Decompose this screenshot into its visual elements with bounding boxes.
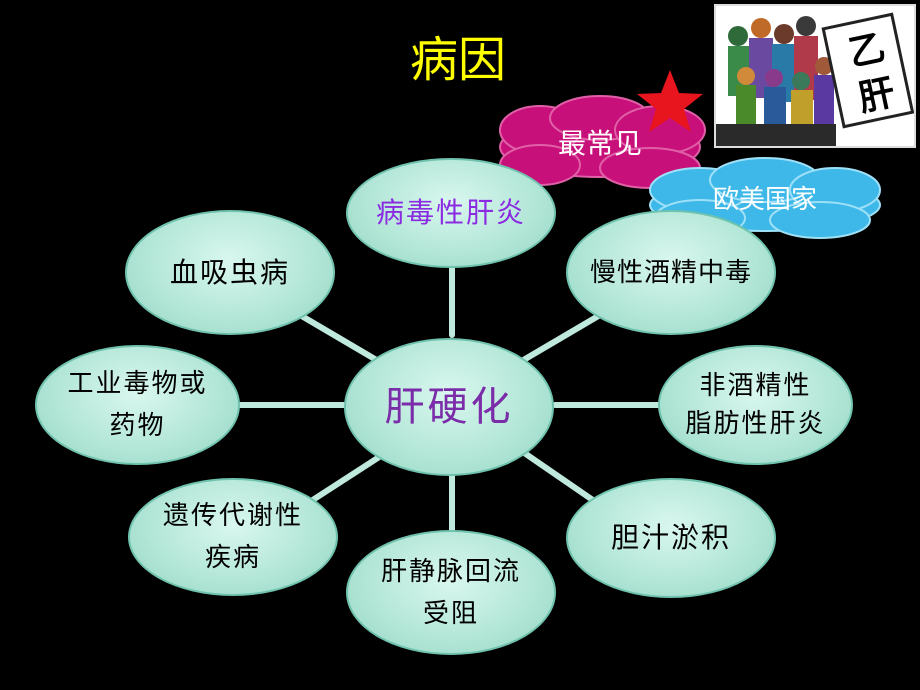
hepatitis-b-cartoon-image: 乙肝 (714, 4, 916, 148)
node-schistosomiasis: 血吸虫病 (125, 210, 335, 335)
most-common-label: 最常见 (557, 127, 642, 160)
node-toxins-drugs: 工业毒物或 药物 (35, 345, 240, 465)
connector-biliary (517, 447, 603, 508)
star-icon (637, 70, 703, 132)
node-nonalcoholic-steatohepatitis: 非酒精性 脂肪性肝炎 (658, 345, 853, 465)
node-chronic-alcoholism: 慢性酒精中毒 (566, 210, 776, 335)
node-cholestasis: 胆汁淤积 (566, 478, 776, 598)
node-genetic-metabolic: 遗传代谢性 疾病 (128, 478, 338, 596)
slide-title: 病因 (409, 32, 506, 88)
crowd-illustration-icon (716, 6, 914, 146)
connector-schisto (297, 312, 388, 368)
node-hepatic-venous-obstruction: 肝静脉回流 受阻 (346, 530, 556, 655)
connector-alcohol (512, 312, 603, 368)
node-cirrhosis-center: 肝硬化 (344, 338, 554, 476)
most-common-cloud (499, 95, 706, 189)
node-viral-hepatitis: 病毒性肝炎 (346, 158, 556, 268)
connector-genetic (302, 447, 393, 508)
western-countries-label: 欧美国家 (712, 185, 817, 215)
